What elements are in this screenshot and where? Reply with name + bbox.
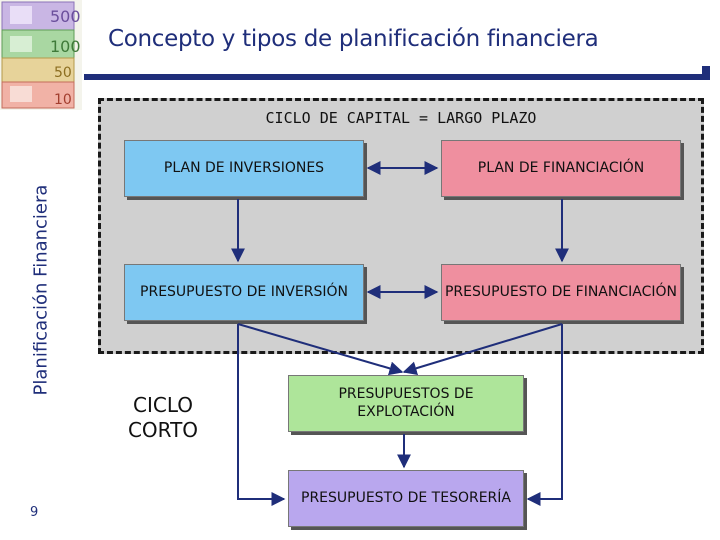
arrow-investment-budget-to-treasury [238,324,284,499]
arrow-financing-budget-to-treasury [528,324,562,499]
arrow-investment-budget-to-operating [238,324,402,372]
arrow-financing-budget-to-operating [404,324,562,372]
